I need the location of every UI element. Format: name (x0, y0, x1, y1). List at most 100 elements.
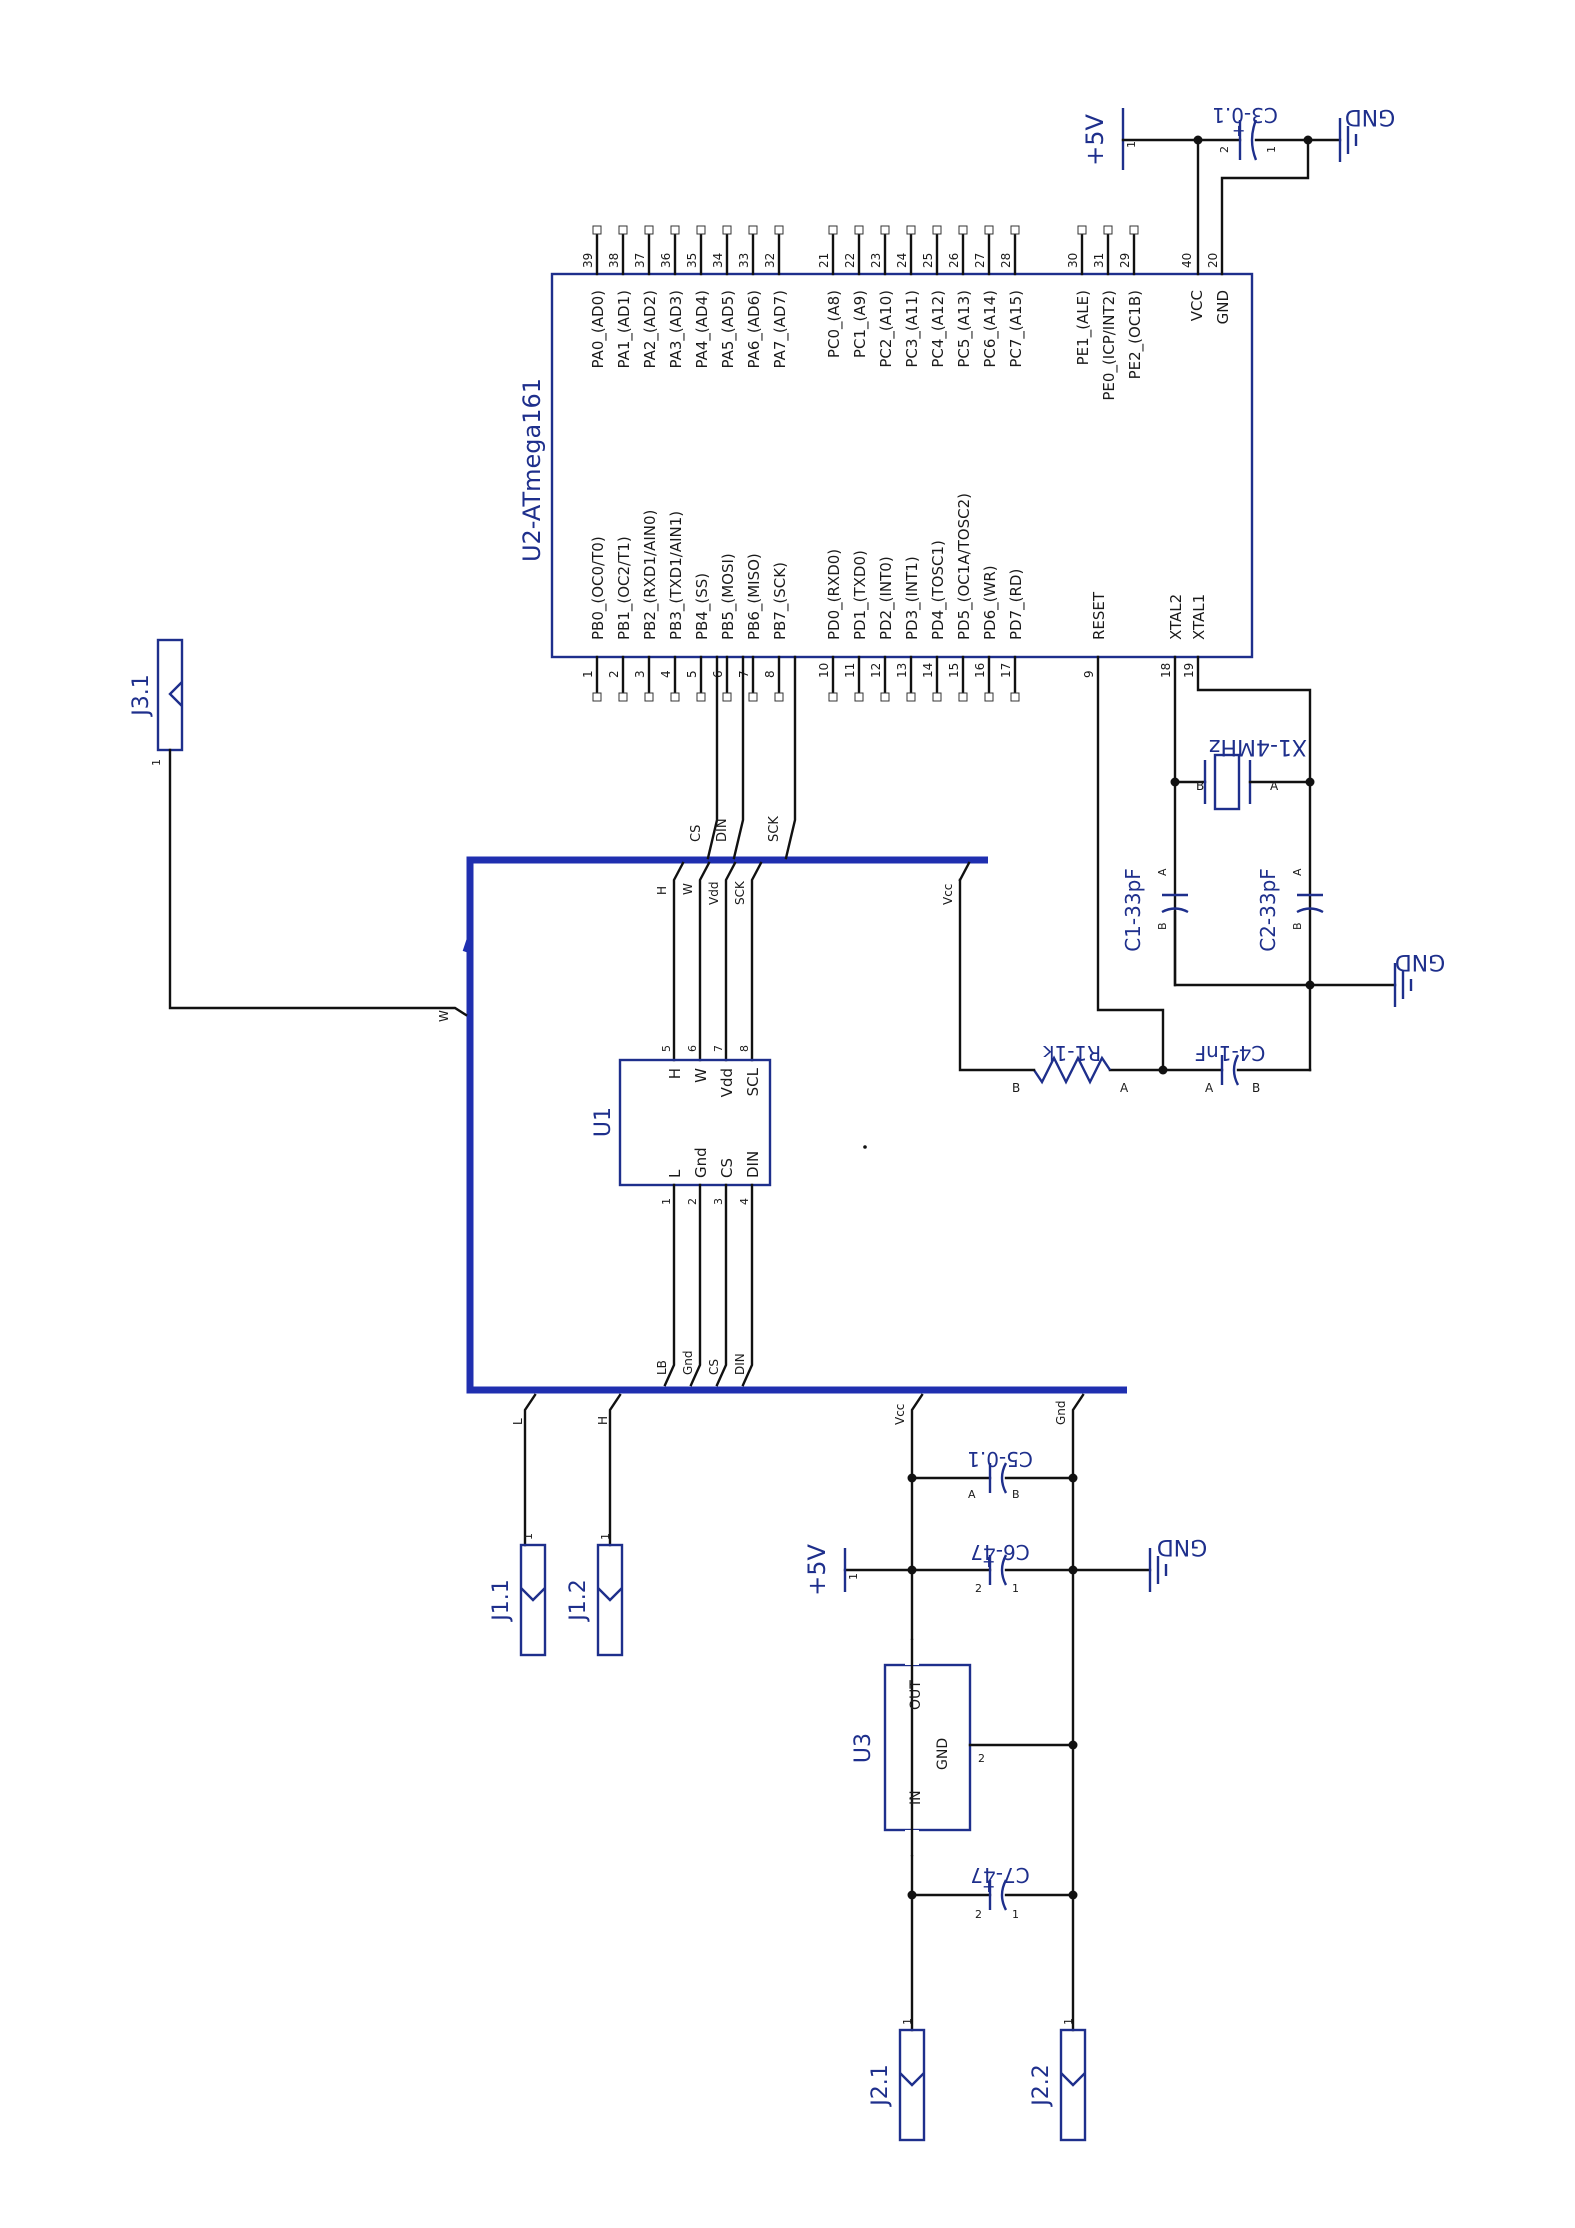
u2-pin-terminal (618, 692, 628, 702)
u2-pin-number: 14 (921, 663, 935, 678)
gnd-mid-label: GND (1395, 949, 1445, 974)
u2-pin-number: 28 (999, 253, 1013, 268)
u3-n-gnd: 2 (978, 1752, 985, 1765)
u2-pin-terminal (906, 225, 916, 235)
u2-pin-name: PC5_(A13) (955, 290, 974, 368)
cs-wire (706, 655, 719, 860)
u2-pin-name: PB2_(RXD1/AIN0) (641, 510, 660, 640)
j1-connectors-section: L H J1.1 1 J1.2 1 (489, 1393, 624, 1657)
u2-pin-name: PB5_(MOSI) (719, 553, 738, 640)
c3-pin2: 2 (1218, 146, 1231, 153)
u2-pin-number: 13 (895, 663, 909, 678)
c1-plate-curved (1161, 907, 1189, 914)
u2-pin-number: 30 (1066, 253, 1080, 268)
u2-pin-terminal (1103, 225, 1113, 235)
u1-title: U1 (591, 1107, 616, 1137)
u2-pin-name: PB7_(SCK) (771, 562, 790, 640)
signal-buses (462, 856, 1127, 1394)
u2-pin-name: PD7_(RD) (1007, 569, 1026, 640)
u2-pin-name: PE2_(OC1B) (1126, 290, 1145, 379)
clock-reset-section: X1-4MHz B A C1-33pF A B C2-33pF A B GND … (958, 655, 1445, 1095)
c1-pin-a: A (1156, 868, 1169, 876)
u2-pin-terminal (722, 225, 732, 235)
junction (1068, 1740, 1078, 1750)
net-vcc-upper: Vcc (941, 884, 955, 905)
r1-pin-b: B (1012, 1081, 1020, 1095)
wiper-wire (168, 748, 468, 1017)
c3-label: C3-0.1 (1212, 103, 1278, 127)
u2-spi-wires: CS DIN SCK (689, 655, 797, 860)
junction (1068, 1890, 1078, 1900)
u2-pin-number: 19 (1182, 663, 1196, 678)
c3-pin1: 1 (1265, 146, 1278, 153)
u2-pin-name: PD0_(RXD0) (825, 549, 844, 640)
u1-pin-name: H (666, 1068, 684, 1079)
u1-pin-name: Vdd (718, 1068, 736, 1097)
u2-pin-terminal (592, 692, 602, 702)
x1-label: X1-4MHz (1209, 734, 1307, 759)
u2-pin-name: PC3_(A11) (903, 290, 922, 368)
j21-pin: 1 (901, 2018, 914, 2025)
j12-pin: 1 (599, 1533, 612, 1540)
u1-pin-number: 3 (712, 1198, 725, 1205)
r1-pin-a: A (1120, 1081, 1129, 1095)
u2-pin-terminal (670, 225, 680, 235)
u2-pin-name: XTAL1 (1190, 594, 1208, 640)
c7-label: C7-47 (970, 1863, 1029, 1887)
u2-pin-number: 40 (1180, 253, 1194, 268)
c2-label: C2-33pF (1256, 868, 1280, 952)
j11-arrow (520, 1587, 546, 1602)
vcc-rail (910, 1393, 924, 2032)
u2-pin-terminal (854, 692, 864, 702)
c7-plus: + (982, 1877, 995, 1896)
j22-label: J2.2 (1029, 2064, 1054, 2107)
j12-body (596, 1543, 624, 1657)
u1-pin-name: Gnd (692, 1147, 710, 1178)
junction (1170, 777, 1180, 787)
cs-lower-wire (715, 1183, 728, 1387)
u2-pin-number: 29 (1118, 253, 1132, 268)
u1-lower-wires: LB Gnd CS DIN (655, 1183, 754, 1387)
u2-pin-name: PC0_(A8) (825, 290, 844, 358)
u1-pin-number: 5 (660, 1045, 673, 1052)
j21-label: J2.1 (868, 2064, 893, 2107)
u2-pin-name: PC2_(A10) (877, 290, 896, 368)
u2-pin-number: 27 (973, 253, 987, 268)
u2-pin-number: 11 (843, 663, 857, 678)
junction (907, 1565, 917, 1575)
u2-pin-name: PA2_(AD2) (641, 290, 660, 368)
u2-pin-name: PD2_(INT0) (877, 556, 896, 640)
j12-label: J1.2 (566, 1579, 591, 1622)
net-vdd-upper: Vdd (707, 882, 721, 905)
u2-pin-name: PE0_(ICP/INT2) (1100, 290, 1119, 401)
j31-pin: 1 (150, 759, 163, 766)
u2-pin-name: PD4_(TOSC1) (929, 540, 948, 640)
c3-plate-curved (1250, 119, 1258, 161)
u2-pin-number: 23 (869, 253, 883, 268)
net-lb: LB (655, 1360, 669, 1375)
u2-pin-name: PC1_(A9) (851, 290, 870, 358)
u2-pin-terminal (696, 225, 706, 235)
u2-pin-terminal (774, 225, 784, 235)
u2-pin-number: 22 (843, 253, 857, 268)
u2-pin-number: 25 (921, 253, 935, 268)
j31-label: J3.1 (129, 674, 154, 717)
u2-pin-name: VCC (1188, 290, 1206, 321)
x1-crystal (1213, 753, 1241, 811)
din-lower-wire (741, 1183, 754, 1387)
c1-pin-b: B (1156, 922, 1169, 930)
c1-label: C1-33pF (1121, 868, 1145, 952)
u2-pin-terminal (1010, 692, 1020, 702)
u2-pin-terminal (696, 692, 706, 702)
u2-pin-number: 16 (973, 663, 987, 678)
net-sck-upper: SCK (767, 816, 782, 842)
u1-body (618, 1058, 772, 1187)
u2-pin-terminal (618, 225, 628, 235)
u2-pin-name: PA6_(AD6) (745, 290, 764, 368)
u2-pin-name: PD6_(WR) (981, 565, 1000, 640)
u2-pin-number: 18 (1159, 663, 1173, 678)
u2-pin-number: 31 (1092, 253, 1106, 268)
u2-pin-name: GND (1214, 290, 1232, 324)
